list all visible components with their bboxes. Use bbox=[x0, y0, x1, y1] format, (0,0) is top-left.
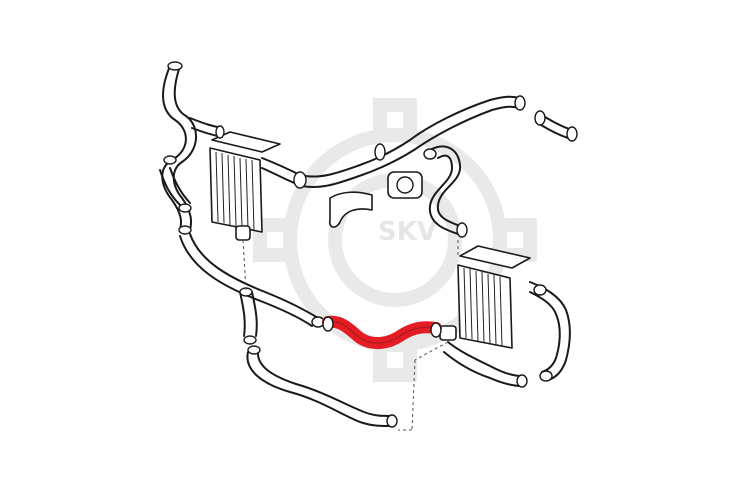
top-right-hose bbox=[534, 110, 578, 142]
left-connectors bbox=[159, 117, 225, 213]
throttle-body bbox=[328, 171, 423, 228]
left-intercooler-fins bbox=[215, 151, 255, 231]
guide-lines bbox=[242, 239, 459, 431]
upper-crossover-hose bbox=[261, 95, 526, 189]
left-intercooler bbox=[209, 131, 281, 241]
bottom-pipe bbox=[246, 345, 398, 428]
watermark-text: SKV bbox=[378, 217, 437, 247]
right-bottom-hose bbox=[443, 341, 528, 388]
left-lower-vertical-hose bbox=[239, 287, 258, 345]
right-lower-hose bbox=[529, 281, 571, 382]
right-upper-s-hose bbox=[423, 145, 468, 238]
right-intercooler bbox=[439, 245, 531, 349]
right-intercooler-fins bbox=[463, 267, 503, 348]
highlighted-hose bbox=[322, 315, 442, 349]
